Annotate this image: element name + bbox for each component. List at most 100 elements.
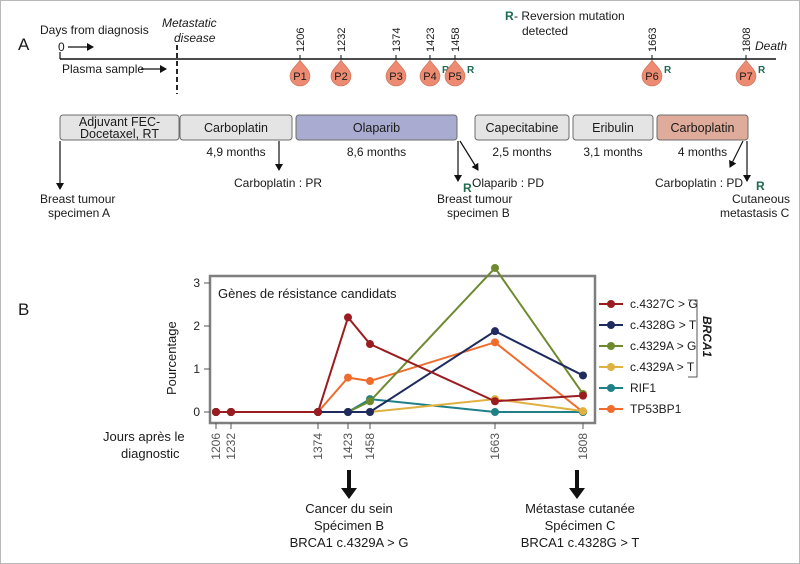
legend-swatch-dot bbox=[607, 342, 615, 350]
x-tick-label: 1232 bbox=[224, 433, 238, 460]
specimen-c-down-arrow bbox=[569, 470, 585, 499]
legend-label: c.4329A > T bbox=[630, 360, 695, 374]
data-point bbox=[491, 327, 499, 336]
brca1-c-mutation-label: BRCA1 c.4328G > T bbox=[521, 535, 640, 550]
metastase-cutanee-label: Métastase cutanée bbox=[525, 501, 635, 516]
y-tick-label: 0 bbox=[193, 405, 200, 419]
data-point bbox=[491, 397, 499, 406]
x-tick-label: 1206 bbox=[209, 433, 223, 460]
sample-label: P4 bbox=[423, 71, 436, 83]
cutaneous-label: Cutaneous bbox=[732, 192, 790, 206]
olaparib-pd-arrow bbox=[459, 140, 479, 171]
carbo-pr-label: Carboplatin : PR bbox=[234, 176, 322, 190]
treatment-duration: 3,1 months bbox=[583, 145, 642, 159]
treatment-box bbox=[59, 114, 180, 141]
data-point bbox=[491, 263, 499, 272]
reversion-r-mark: R bbox=[664, 65, 672, 76]
legend-label: TP53BP1 bbox=[630, 402, 682, 416]
data-point bbox=[366, 397, 374, 406]
legend-label: RIF1 bbox=[630, 381, 656, 395]
legend-swatch-dot bbox=[607, 405, 615, 413]
breast-tumour-a-label: Breast tumour bbox=[40, 192, 115, 206]
plasma-sample-marker bbox=[419, 59, 441, 87]
sample-label: P7 bbox=[739, 71, 752, 83]
plasma-sample-marker bbox=[330, 59, 352, 87]
y-axis-ticks: 0 1 2 3 bbox=[193, 276, 210, 419]
treatment-duration: 4,9 months bbox=[206, 145, 265, 159]
treatment-label-line2: Docetaxel, RT bbox=[80, 127, 159, 141]
metastatic-label: Metastatic bbox=[162, 16, 217, 30]
carbo-pd-arrow bbox=[729, 140, 744, 168]
y-tick-label: 2 bbox=[193, 319, 200, 333]
chart-title: Gènes de résistance candidats bbox=[218, 286, 397, 301]
chart-legend: c.4327C > Gc.4328G > Tc.4329A > Gc.4329A… bbox=[599, 297, 698, 416]
data-point bbox=[212, 408, 220, 416]
reversion-legend-text2: detected bbox=[522, 24, 568, 38]
olaparib-pd-label: Olaparib : PD bbox=[472, 176, 544, 190]
data-point bbox=[491, 338, 499, 347]
reversion-r-mark: R bbox=[758, 65, 766, 76]
treatment-label: Carboplatin bbox=[204, 121, 268, 135]
reversion-legend-text: - Reversion mutation bbox=[514, 9, 625, 23]
cancer-du-sein-label: Cancer du sein bbox=[305, 501, 392, 516]
legend-swatch-dot bbox=[607, 363, 615, 371]
treatment-label: Eribulin bbox=[592, 121, 634, 135]
sample-label: P3 bbox=[389, 71, 402, 83]
panel-a-letter: A bbox=[18, 35, 30, 54]
x-tick-label: 1374 bbox=[311, 433, 325, 460]
data-point bbox=[227, 408, 235, 416]
panel-b-letter: B bbox=[18, 300, 29, 319]
treatment-box bbox=[572, 114, 654, 141]
treatment-label: Olaparib bbox=[353, 121, 400, 135]
treatment-timeline: Adjuvant FEC-Docetaxel, RT Carboplatin 4,9… bbox=[59, 114, 749, 159]
treatment-box bbox=[179, 114, 293, 141]
disease-label: disease bbox=[174, 31, 216, 45]
plasma-samples: 1206P11232P21374P31423P4R1458P5R1663P6R1… bbox=[289, 28, 766, 87]
sample-day-label: 1663 bbox=[647, 28, 659, 52]
sample-day-label: 1808 bbox=[741, 28, 753, 52]
treatment-box bbox=[656, 114, 749, 141]
treatment-label: Capecitabine bbox=[486, 121, 559, 135]
x-axis-label-line2: diagnostic bbox=[121, 446, 180, 461]
data-point bbox=[344, 408, 352, 416]
day-zero-label: 0 bbox=[58, 40, 65, 54]
data-point bbox=[579, 371, 587, 380]
sample-day-label: 1232 bbox=[336, 28, 348, 52]
data-point bbox=[344, 313, 352, 322]
legend-swatch-dot bbox=[607, 300, 615, 308]
y-tick-label: 3 bbox=[193, 276, 200, 290]
brca1-bracket bbox=[688, 299, 698, 378]
plasma-sample-marker bbox=[289, 59, 311, 87]
sample-day-label: 1423 bbox=[425, 28, 437, 52]
metastasis-c-label: metastasis C bbox=[720, 206, 790, 220]
breast-tumour-b-label: Breast tumour bbox=[437, 192, 512, 206]
x-tick-label: 1458 bbox=[363, 433, 377, 460]
x-axis-label-line1: Jours après le bbox=[103, 429, 185, 444]
legend-label: c.4327C > G bbox=[630, 297, 698, 311]
plasma-sample-marker bbox=[735, 59, 757, 87]
sample-label: P5 bbox=[448, 71, 461, 83]
treatment-duration: 2,5 months bbox=[492, 145, 551, 159]
legend-label: c.4328G > T bbox=[630, 318, 697, 332]
treatment-label: Carboplatin bbox=[671, 121, 735, 135]
plasma-sample-label: Plasma sample bbox=[62, 62, 144, 76]
specimen-b-fr-label: Spécimen B bbox=[314, 518, 384, 533]
x-tick-label: 1808 bbox=[576, 433, 590, 460]
death-label: Death bbox=[755, 39, 787, 53]
data-point bbox=[366, 340, 374, 349]
data-point bbox=[366, 377, 374, 386]
treatment-label: Adjuvant FEC- bbox=[79, 115, 160, 129]
sample-label: P1 bbox=[293, 71, 306, 83]
data-point bbox=[579, 407, 587, 416]
specimen-b-label: specimen B bbox=[447, 206, 510, 220]
y-tick-label: 1 bbox=[193, 362, 200, 376]
specimen-a-label: specimen A bbox=[48, 206, 110, 220]
data-point bbox=[314, 408, 322, 416]
data-point bbox=[579, 391, 587, 400]
specimen-c-r-mark: R bbox=[756, 179, 765, 193]
legend-swatch-dot bbox=[607, 384, 615, 392]
brca1-b-mutation-label: BRCA1 c.4329A > G bbox=[290, 535, 409, 550]
treatment-duration: 4 months bbox=[678, 145, 727, 159]
